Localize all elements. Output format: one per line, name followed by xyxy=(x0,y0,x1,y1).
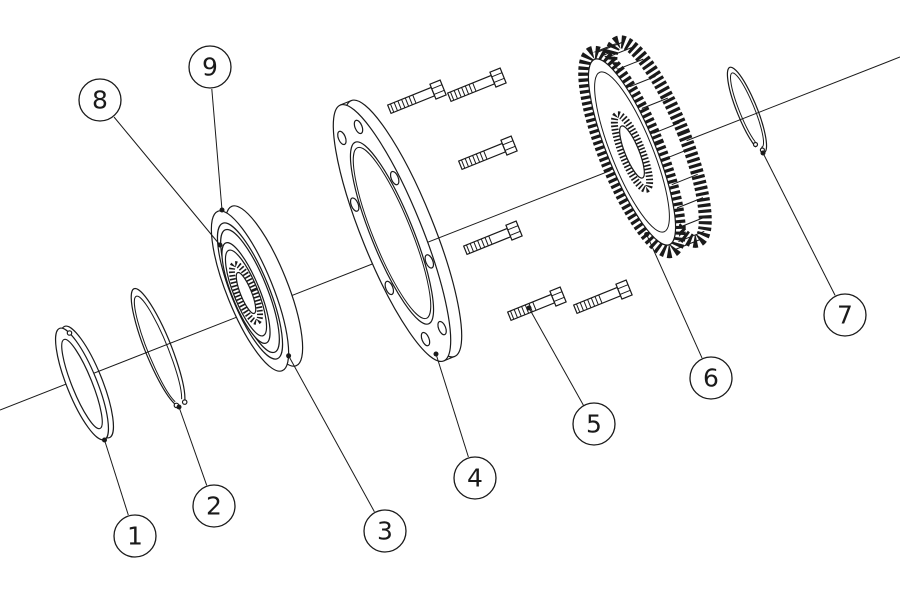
callout-number: 8 xyxy=(92,86,108,115)
leader-dot xyxy=(176,404,182,410)
callout-1: 1 xyxy=(113,514,157,558)
part-3-bearing-hub xyxy=(210,205,304,372)
flange-bolt-hole xyxy=(389,170,400,186)
hub-spline-bore xyxy=(228,261,264,325)
leader-dot xyxy=(760,150,766,156)
leader-line xyxy=(104,439,129,516)
lock-ring-inner xyxy=(61,338,103,430)
flange-bolt-hole xyxy=(384,280,395,296)
callout-5: 5 xyxy=(572,402,616,446)
callout-balloon xyxy=(689,356,733,400)
callout-balloon xyxy=(572,402,616,446)
callout-number: 5 xyxy=(586,410,602,439)
callout-7: 7 xyxy=(823,293,867,337)
callout-number: 7 xyxy=(837,301,853,330)
hex-bolt xyxy=(385,79,447,118)
callout-balloon xyxy=(78,78,122,122)
callout-8: 8 xyxy=(78,78,122,122)
flange-opening-chamfer xyxy=(352,146,432,320)
callout-number: 6 xyxy=(703,364,719,393)
part-6-gear xyxy=(578,35,712,259)
circlip-inner-arc xyxy=(133,295,183,403)
hex-bolt xyxy=(461,220,523,259)
bearing-race-inner xyxy=(224,249,268,337)
callout-number: 4 xyxy=(467,464,483,493)
callout-3: 3 xyxy=(363,509,407,553)
flange-bolt-hole xyxy=(353,119,364,135)
callout-balloon xyxy=(823,293,867,337)
leader-line xyxy=(762,152,836,296)
leader-lines xyxy=(102,88,836,516)
part-4-flange-plate xyxy=(332,99,463,363)
flange-bolt-hole xyxy=(337,130,347,146)
callout-balloon xyxy=(363,509,407,553)
flange-bolt-hole xyxy=(349,197,360,212)
leader-line xyxy=(288,355,375,512)
circlip-outer-arc xyxy=(130,287,186,406)
gear-face-ring xyxy=(594,71,670,233)
part-7-snap-ring xyxy=(726,66,768,154)
hex-bolt xyxy=(505,286,567,325)
leader-line xyxy=(178,406,208,486)
leader-dot xyxy=(526,305,532,311)
leader-line xyxy=(646,234,703,359)
gear-spline-bore xyxy=(610,111,654,193)
snap-ring-end-hook xyxy=(752,141,759,148)
flange-opening xyxy=(349,141,435,325)
leader-dot xyxy=(102,437,107,443)
hex-bolt xyxy=(571,279,633,318)
flange-bolt-hole xyxy=(420,331,431,347)
callout-balloon xyxy=(192,484,236,528)
callouts: 1 2 3 4 5 6 7 8 xyxy=(78,45,867,558)
callout-balloon xyxy=(113,514,157,558)
assembly-axis-line xyxy=(0,56,900,411)
snap-ring-outer-arc xyxy=(726,66,768,154)
hex-bolt xyxy=(445,67,507,106)
leader-dot xyxy=(286,353,292,359)
leader-dot xyxy=(219,207,225,213)
lock-ring-pin xyxy=(66,330,73,336)
leader-line xyxy=(435,353,469,458)
snap-ring-inner-arc xyxy=(729,72,765,148)
leader-line xyxy=(211,88,223,211)
leader-dot xyxy=(644,232,650,237)
hex-bolt xyxy=(456,135,518,174)
callout-balloon xyxy=(453,456,497,500)
leader-line xyxy=(113,116,221,246)
callout-balloon xyxy=(188,45,232,89)
callout-number: 9 xyxy=(202,53,218,82)
flange-bolt-hole xyxy=(424,254,435,269)
leader-dot xyxy=(217,242,223,248)
circlip-end-hook xyxy=(181,399,188,405)
callout-9: 9 xyxy=(188,45,232,89)
hub-bore xyxy=(235,271,257,315)
leader-line xyxy=(528,307,585,406)
callout-number: 2 xyxy=(206,492,222,521)
callout-number: 1 xyxy=(127,522,143,551)
gear-bore xyxy=(619,125,645,179)
callout-2: 2 xyxy=(192,484,236,528)
callout-6: 6 xyxy=(689,356,733,400)
leader-dot xyxy=(433,351,439,357)
flange-bolt-hole xyxy=(437,320,447,336)
callout-number: 3 xyxy=(377,517,393,546)
part-1-lock-ring xyxy=(54,325,115,441)
callout-4: 4 xyxy=(453,456,497,500)
